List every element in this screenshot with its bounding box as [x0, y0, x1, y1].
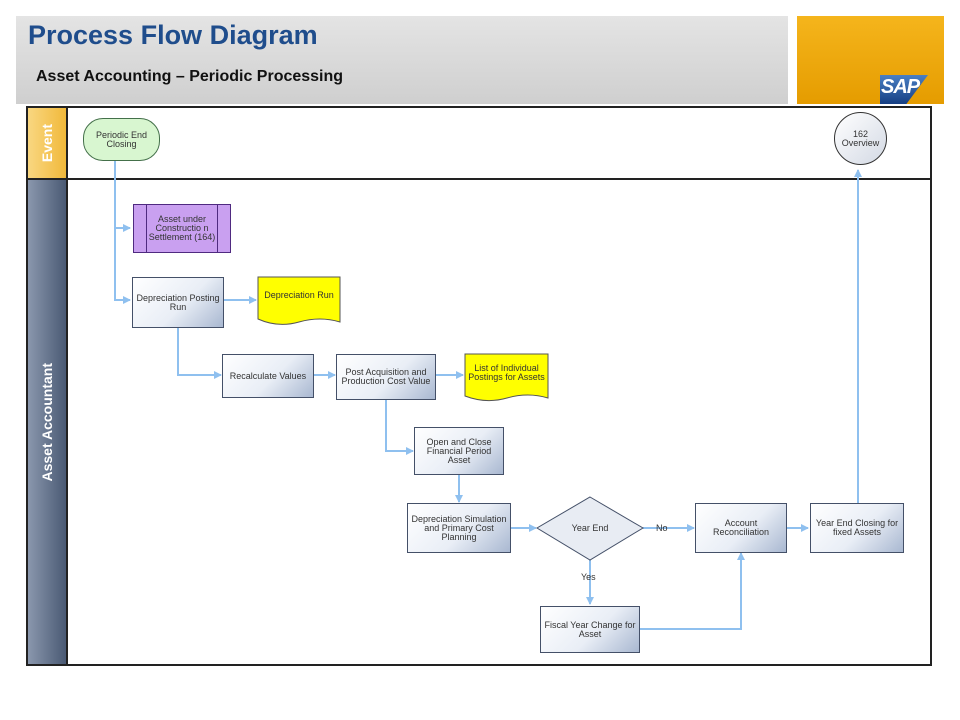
swimlane-frame — [26, 106, 932, 666]
header-band — [16, 16, 788, 104]
list-postings-document-shape — [464, 353, 549, 402]
subprocess-bar-left — [146, 205, 147, 252]
page-title: Process Flow Diagram — [28, 20, 318, 50]
periodic-end-closing-event: Periodic End Closing — [83, 118, 160, 161]
subprocess-bar-right — [217, 205, 218, 252]
depreciation-posting-run-step: Depreciation Posting Run — [132, 277, 224, 328]
auc-settlement-subprocess: Asset under Constructio n Settlement (16… — [133, 204, 231, 253]
edge-label-no: No — [656, 523, 668, 533]
year-end-closing-step: Year End Closing for fixed Assets — [810, 503, 904, 553]
open-close-period-step: Open and Close Financial Period Asset — [414, 427, 504, 475]
fiscal-year-change-step: Fiscal Year Change for Asset — [540, 606, 640, 653]
list-postings-document: List of Individual Postings for Assets — [468, 363, 545, 382]
year-end-decision: Year End — [571, 522, 609, 533]
page-subtitle: Asset Accounting – Periodic Processing — [36, 68, 344, 85]
connector-fiscal-year-to-reconciliation — [640, 552, 745, 630]
logo-box — [797, 16, 944, 104]
sap-logo-text: SAP — [881, 76, 920, 98]
label-column-divider — [66, 106, 68, 666]
auc-settlement-label: Asset under Constructio n Settlement (16… — [148, 214, 216, 242]
depreciation-simulation-step: Depreciation Simulation and Primary Cost… — [407, 503, 511, 553]
connector-post-acquisition-to-open-close — [385, 400, 414, 455]
connector-posting-run-to-recalculate — [177, 328, 222, 379]
event-lane-header — [28, 108, 66, 178]
connector-start-to-posting-run — [114, 228, 131, 304]
edge-label-yes: Yes — [581, 572, 596, 582]
account-reconciliation-step: Account Reconciliation — [695, 503, 787, 553]
decision-diamond — [536, 496, 644, 561]
lane-divider — [26, 178, 932, 180]
depreciation-run-document-shape — [257, 276, 341, 325]
depreciation-run-document: Depreciation Run — [264, 289, 334, 300]
overview-162-node: 162 Overview — [834, 112, 887, 165]
post-acquisition-step: Post Acquisition and Production Cost Val… — [336, 354, 436, 400]
connector-start-to-auc — [114, 160, 131, 232]
actor-lane-header — [28, 180, 66, 664]
recalculate-values-step: Recalculate Values — [222, 354, 314, 398]
